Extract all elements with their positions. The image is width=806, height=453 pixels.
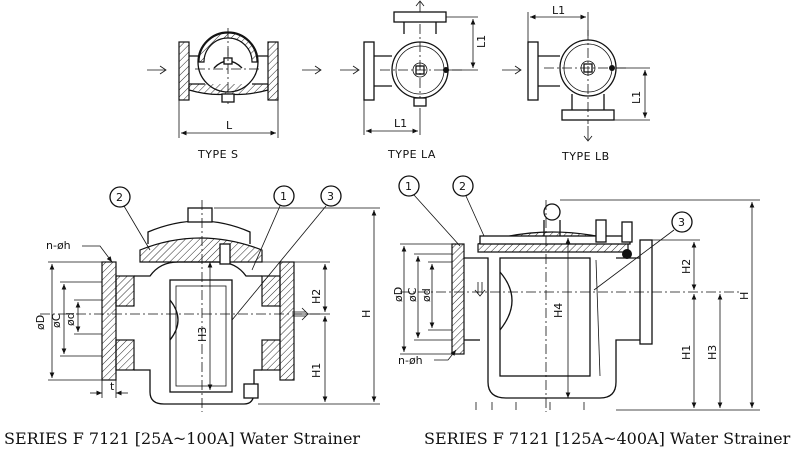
flow-arrow-icon bbox=[474, 282, 486, 297]
dim-l1-horizontal: L1 bbox=[394, 117, 407, 130]
dim-oc: øC bbox=[406, 287, 419, 302]
dim-h1: H1 bbox=[680, 345, 693, 360]
type-la-view: L1 L1 TYPE LA bbox=[340, 0, 488, 161]
callout-1: 1 bbox=[398, 175, 461, 247]
svg-text:2: 2 bbox=[459, 180, 466, 193]
dim-oc: øC bbox=[50, 313, 63, 328]
type-la-label: TYPE LA bbox=[387, 148, 436, 161]
type-s-label: TYPE S bbox=[197, 148, 239, 161]
dim-l1-vertical: L1 bbox=[475, 35, 488, 48]
callout-3: 3 bbox=[231, 185, 342, 321]
dim-h1: H1 bbox=[310, 363, 323, 378]
dim-od-small: ød bbox=[64, 312, 77, 326]
dim-l1-vertical: L1 bbox=[630, 91, 643, 104]
flow-arrow-icon bbox=[340, 65, 360, 75]
callout-3: 3 bbox=[593, 211, 693, 291]
dim-h2: H2 bbox=[680, 259, 693, 274]
large-series-section: øD øC ød n-øh H4 H2 H1 H3 H 1 bbox=[392, 175, 791, 448]
flow-arrow-icon bbox=[502, 65, 522, 75]
flow-arrow-down-icon bbox=[583, 126, 593, 142]
dim-od-small: ød bbox=[420, 288, 433, 302]
callout-1: 1 bbox=[251, 185, 295, 271]
svg-text:3: 3 bbox=[327, 190, 334, 203]
dim-l: L bbox=[226, 119, 233, 132]
dim-t: t bbox=[110, 380, 115, 393]
small-series-caption: SERIES F 7121 [25A~100A] Water Strainer bbox=[4, 429, 360, 448]
dim-h3: H3 bbox=[196, 327, 209, 342]
type-lb-label: TYPE LB bbox=[561, 150, 610, 163]
flow-arrow-icon bbox=[147, 65, 167, 75]
dim-nh: n-øh bbox=[46, 239, 71, 252]
dim-h4: H4 bbox=[552, 303, 565, 318]
dim-h: H bbox=[360, 310, 373, 318]
dim-l1-horizontal: L1 bbox=[552, 4, 565, 17]
dim-nh: n-øh bbox=[398, 354, 423, 367]
small-series-section: øD øC ød n-øh t H2 H1 H H3 2 bbox=[4, 185, 380, 448]
type-s-view: L TYPE S bbox=[147, 28, 322, 161]
dim-h2: H2 bbox=[310, 289, 323, 304]
large-series-caption: SERIES F 7121 [125A~400A] Water Strainer bbox=[424, 429, 791, 448]
callout-2: 2 bbox=[452, 175, 485, 237]
dim-od: øD bbox=[34, 315, 47, 330]
dim-h3: H3 bbox=[706, 345, 719, 360]
svg-text:1: 1 bbox=[280, 190, 287, 203]
svg-text:1: 1 bbox=[405, 180, 412, 193]
svg-text:3: 3 bbox=[678, 216, 685, 229]
flow-arrow-up-icon bbox=[415, 0, 425, 12]
dim-od: øD bbox=[392, 287, 405, 302]
flow-arrow-icon bbox=[302, 65, 322, 75]
svg-text:2: 2 bbox=[116, 191, 123, 204]
type-lb-view: L1 L1 TYPE LB bbox=[502, 4, 650, 163]
callout-2: 2 bbox=[109, 186, 151, 251]
dim-h: H bbox=[738, 292, 751, 300]
